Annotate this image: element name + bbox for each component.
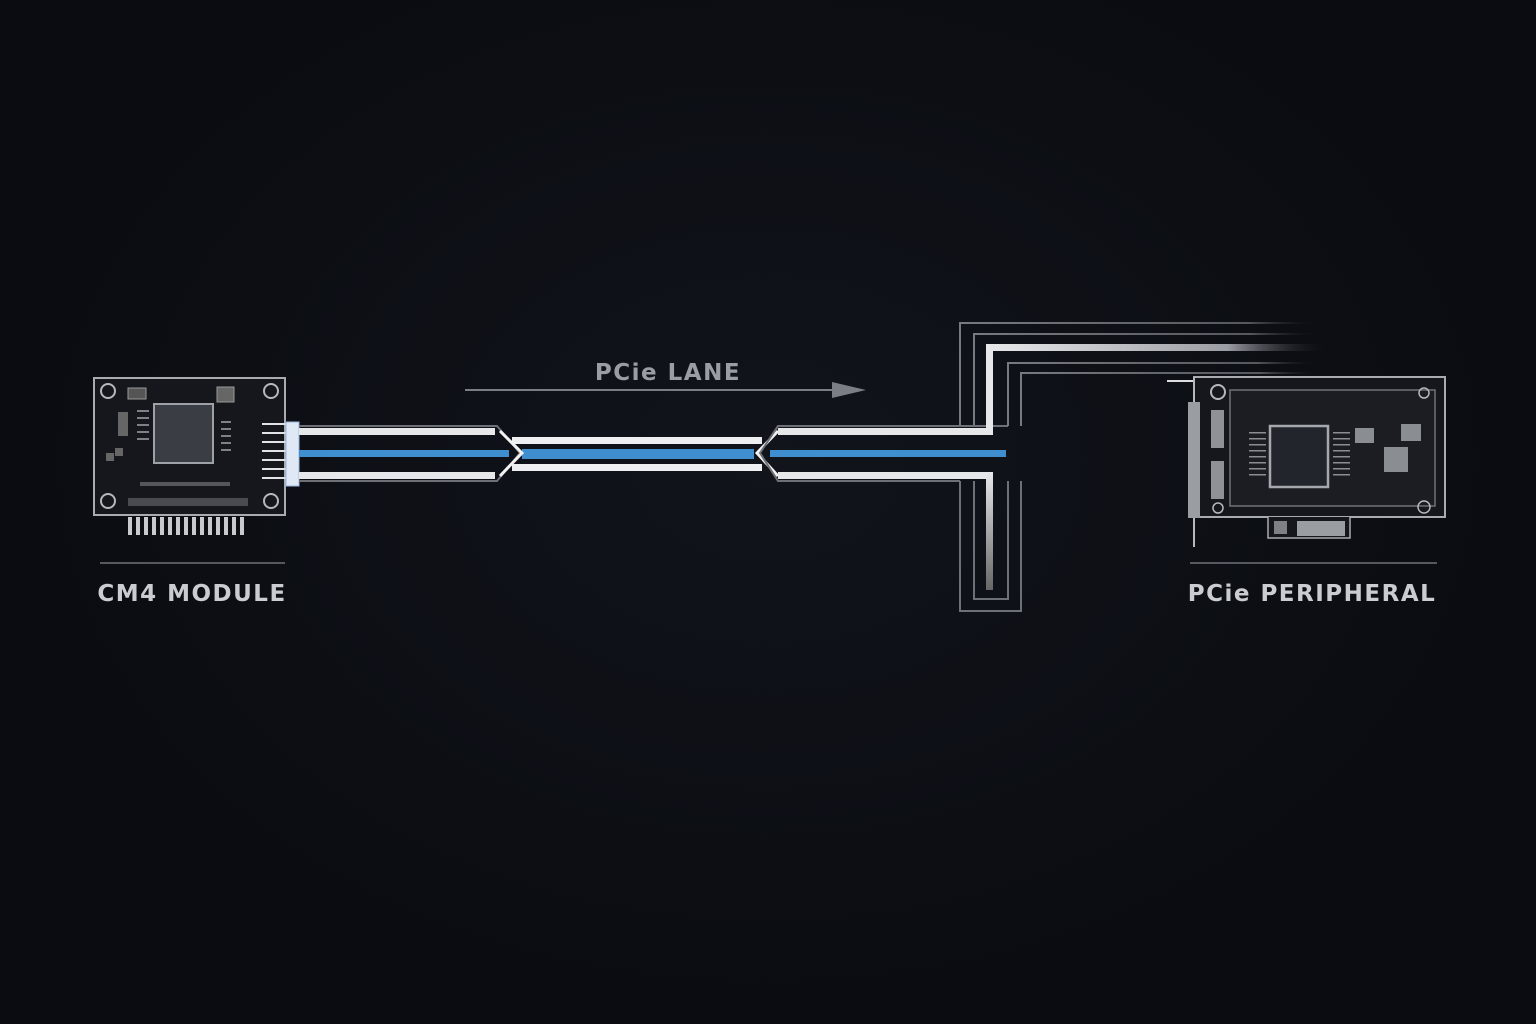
target-label: PCie PERIPHERAL (1187, 581, 1437, 607)
source-label: CM4 MODULE (97, 581, 287, 607)
direction-arrow (465, 382, 866, 398)
pcie-peripheral-icon (1167, 376, 1446, 547)
cm4-module-icon (93, 377, 300, 535)
pcie-lane-cable (299, 322, 1331, 612)
lane-title: PCie LANE (594, 360, 742, 386)
